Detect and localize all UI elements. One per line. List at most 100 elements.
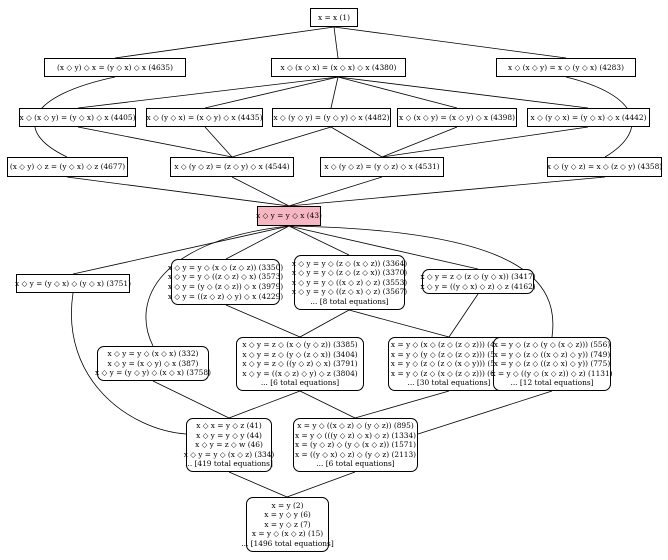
edge-line bbox=[288, 225, 554, 338]
node-eq-895[interactable]: x = y ◇ ((x ◇ z) ◇ (y ◇ z)) (895)x = y ◇… bbox=[293, 418, 418, 472]
equation-line: x = y ◇ (y ◇ (z ◇ (z ◇ z))) (522) bbox=[390, 349, 508, 359]
edge-line bbox=[231, 176, 290, 207]
node-eq-556[interactable]: x = y ◇ (z ◇ (y ◇ (x ◇ z))) (556)x = y ◇… bbox=[491, 337, 613, 391]
node-eq-4435[interactable]: x ◇ (y ◇ x) = (x ◇ y) ◇ x (4435) bbox=[146, 108, 263, 127]
equation-line: x ◇ y = z ◇ ((y ◇ z) ◇ x) (3791) bbox=[242, 359, 358, 369]
edge-line bbox=[228, 471, 288, 498]
edge-line bbox=[333, 26, 339, 59]
equation-line: (x ◇ y) ◇ x = (y ◇ x) ◇ x (4635) bbox=[57, 62, 173, 72]
edge-line bbox=[337, 76, 458, 109]
node-eq-2[interactable]: x = y (2)x = y ◇ y (6)x = y ◇ z (7)x = y… bbox=[241, 497, 334, 552]
edge-line bbox=[71, 292, 187, 435]
equation-line: x ◇ y = y ◇ (x ◇ x) (332) bbox=[107, 349, 199, 359]
edge-line bbox=[231, 126, 332, 158]
equation-line: x ◇ y = y ◇ y (44) bbox=[196, 430, 262, 440]
equation-line: ... [12 total equations] bbox=[510, 378, 594, 388]
equation-line: x ◇ y = y ◇ (z ◇ (z ◇ x)) (3370) bbox=[291, 268, 408, 278]
node-eq-3751[interactable]: x ◇ y = (y ◇ x) ◇ (y ◇ x) (3751) bbox=[15, 274, 131, 293]
equation-line: ... [6 total equations] bbox=[316, 459, 395, 469]
edge-line bbox=[381, 126, 458, 158]
edge-line bbox=[330, 76, 339, 109]
equation-line: x ◇ y = ((z ◇ z) ◇ y) ◇ x (4229) bbox=[167, 291, 284, 301]
node-eq-4405[interactable]: x ◇ (x ◇ y) = (y ◇ x) ◇ x (4405) bbox=[19, 108, 136, 127]
node-eq-1[interactable]: x = x (1) bbox=[310, 8, 358, 27]
equation-line: x ◇ (y ◇ x) = (y ◇ x) ◇ x (4442) bbox=[530, 112, 647, 122]
equation-line: x ◇ y = z ◇ (y ◇ (z ◇ x)) (3404) bbox=[242, 349, 358, 359]
node-eq-332[interactable]: x ◇ y = y ◇ (x ◇ x) (332)x ◇ y = (x ◇ y)… bbox=[95, 346, 211, 381]
edge-line bbox=[66, 176, 290, 207]
equation-line: x ◇ y = (y ◇ y) ◇ (x ◇ x) (3758) bbox=[95, 368, 211, 378]
node-eq-4380[interactable]: x ◇ (x ◇ x) = (x ◇ x) ◇ x (4380) bbox=[271, 58, 406, 77]
equation-line: x = y (2) bbox=[271, 500, 304, 510]
node-eq-41[interactable]: x ◇ x = y ◇ z (41)x ◇ y = y ◇ y (44)x ◇ … bbox=[184, 418, 274, 472]
equation-line: x ◇ (x ◇ y) = (x ◇ y) ◇ x (4398) bbox=[399, 112, 515, 122]
equation-line: x ◇ y = (x ◇ y) ◇ x (387) bbox=[107, 358, 199, 368]
edge-line bbox=[77, 76, 339, 109]
node-eq-4358[interactable]: x ◇ (y ◇ z) = x ◇ (z ◇ y) (4358) bbox=[547, 157, 662, 177]
equation-line: x ◇ (y ◇ z) = x ◇ (z ◇ y) (4358) bbox=[546, 162, 663, 172]
edge-line bbox=[288, 225, 479, 270]
equation-line: ... [30 total equations] bbox=[407, 378, 491, 388]
node-eq-3364[interactable]: x ◇ y = y ◇ (z ◇ (x ◇ z)) (3364)x ◇ y = … bbox=[291, 255, 408, 310]
node-eq-3350[interactable]: x ◇ y = y ◇ (x ◇ (z ◇ z)) (3350)x ◇ y = … bbox=[167, 259, 284, 305]
edge-line bbox=[225, 304, 301, 338]
node-eq-4635[interactable]: (x ◇ y) ◇ x = (y ◇ x) ◇ x (4635) bbox=[44, 58, 186, 77]
node-eq-4442[interactable]: x ◇ (y ◇ x) = (y ◇ x) ◇ x (4442) bbox=[527, 108, 650, 127]
equation-line: x ◇ y = z ◇ (x ◇ (y ◇ z)) (3385) bbox=[242, 340, 358, 350]
edge-line bbox=[204, 76, 339, 109]
equation-line: x = y ◇ z (7) bbox=[264, 519, 311, 529]
equation-line: x = ((y ◇ x) ◇ z) ◇ (y ◇ z) (2113) bbox=[294, 449, 417, 459]
equation-line: x = y ◇ (z ◇ (y ◇ (x ◇ z))) (556) bbox=[493, 340, 611, 350]
edge-line bbox=[348, 309, 450, 338]
equation-line: x = y ◇ (z ◇ ((x ◇ z) ◇ y)) (749) bbox=[493, 349, 611, 359]
node-eq-4531[interactable]: x ◇ (y ◇ z) = (y ◇ z) ◇ x (4531) bbox=[320, 157, 444, 177]
edge-line bbox=[72, 225, 290, 275]
equation-line: x = y ◇ (x ◇ (z ◇ (z ◇ z))) (492) bbox=[390, 340, 508, 350]
equation-line: x = y ◇ ((y ◇ (x ◇ z)) ◇ z) (1131) bbox=[491, 368, 613, 378]
equation-line: ... [1496 total equations] bbox=[241, 538, 334, 548]
node-eq-492[interactable]: x = y ◇ (x ◇ (z ◇ (z ◇ z))) (492)x = y ◇… bbox=[388, 337, 510, 391]
edge-line bbox=[337, 76, 589, 109]
edge-line bbox=[225, 225, 290, 260]
equation-line: x ◇ y = y ◇ ((z ◇ x) ◇ z) (3567) bbox=[291, 287, 408, 297]
equation-line: x = y ◇ (((y ◇ z) ◇ x) ◇ z) (1334) bbox=[294, 430, 417, 440]
edge-line bbox=[354, 390, 450, 419]
edge-line bbox=[286, 471, 356, 498]
edge-line bbox=[330, 126, 383, 158]
edge-line bbox=[288, 176, 383, 207]
node-eq-4482[interactable]: x ◇ (y ◇ y) = (y ◇ y) ◇ x (4482) bbox=[272, 108, 391, 127]
edge-line bbox=[448, 293, 479, 338]
node-eq-3385[interactable]: x ◇ y = z ◇ (x ◇ (y ◇ z)) (3385)x ◇ y = … bbox=[236, 337, 364, 391]
equation-line: x = y ◇ (x ◇ z) (15) bbox=[251, 529, 324, 539]
edge-line bbox=[299, 309, 350, 338]
equation-line: x ◇ (x ◇ y) = (y ◇ x) ◇ x (4405) bbox=[19, 112, 136, 122]
edge-line bbox=[77, 126, 233, 158]
edge-line bbox=[288, 225, 350, 256]
node-eq-4544[interactable]: x ◇ (y ◇ z) = (z ◇ y) ◇ x (4544) bbox=[170, 157, 294, 177]
equation-line: x ◇ y = (y ◇ x) ◇ (y ◇ x) (3751) bbox=[15, 278, 131, 288]
edge-line bbox=[204, 126, 233, 158]
equation-line: x ◇ y = ((x ◇ z) ◇ y) ◇ z (3804) bbox=[242, 368, 358, 378]
node-eq-3417[interactable]: x ◇ y = z ◇ (z ◇ (y ◇ x)) (3417)x ◇ y = … bbox=[420, 269, 536, 294]
edge-line bbox=[417, 390, 553, 435]
equation-line: ... [6 total equations] bbox=[260, 378, 340, 388]
equation-line: x = y ◇ (z ◇ (x ◇ (z ◇ z))) (684) bbox=[390, 368, 508, 378]
equation-line: x ◇ x = y ◇ z (41) bbox=[196, 421, 262, 431]
edge-line bbox=[333, 26, 567, 59]
equation-line: x = x (1) bbox=[317, 12, 351, 22]
equation-line: x ◇ y = y ◇ ((z ◇ z) ◇ x) (3573) bbox=[167, 272, 284, 282]
node-eq-4398[interactable]: x ◇ (x ◇ y) = (x ◇ y) ◇ x (4398) bbox=[397, 108, 517, 127]
equation-line: x ◇ (y ◇ z) = (z ◇ y) ◇ x (4544) bbox=[174, 162, 290, 172]
node-eq-4677[interactable]: (x ◇ y) ◇ z = (y ◇ x) ◇ z (4677) bbox=[7, 157, 128, 177]
equation-line: x ◇ y = z ◇ (z ◇ (y ◇ x)) (3417) bbox=[420, 271, 536, 281]
node-eq-43[interactable]: x ◇ y = y ◇ x (43) bbox=[256, 206, 322, 226]
equation-line: x ◇ y = y ◇ ((x ◇ z) ◇ z) (3553) bbox=[291, 277, 408, 287]
equation-line: x ◇ (y ◇ z) = (y ◇ z) ◇ x (4531) bbox=[324, 162, 440, 172]
node-eq-4283[interactable]: x ◇ (x ◇ y) = x ◇ (y ◇ x) (4283) bbox=[496, 58, 636, 77]
equation-line: x = y ◇ (z ◇ (z ◇ (x ◇ y))) (572) bbox=[390, 359, 508, 369]
edge-line bbox=[114, 26, 335, 59]
equation-line: x ◇ y = y ◇ x (43) bbox=[256, 211, 322, 221]
edge-line bbox=[381, 126, 589, 158]
